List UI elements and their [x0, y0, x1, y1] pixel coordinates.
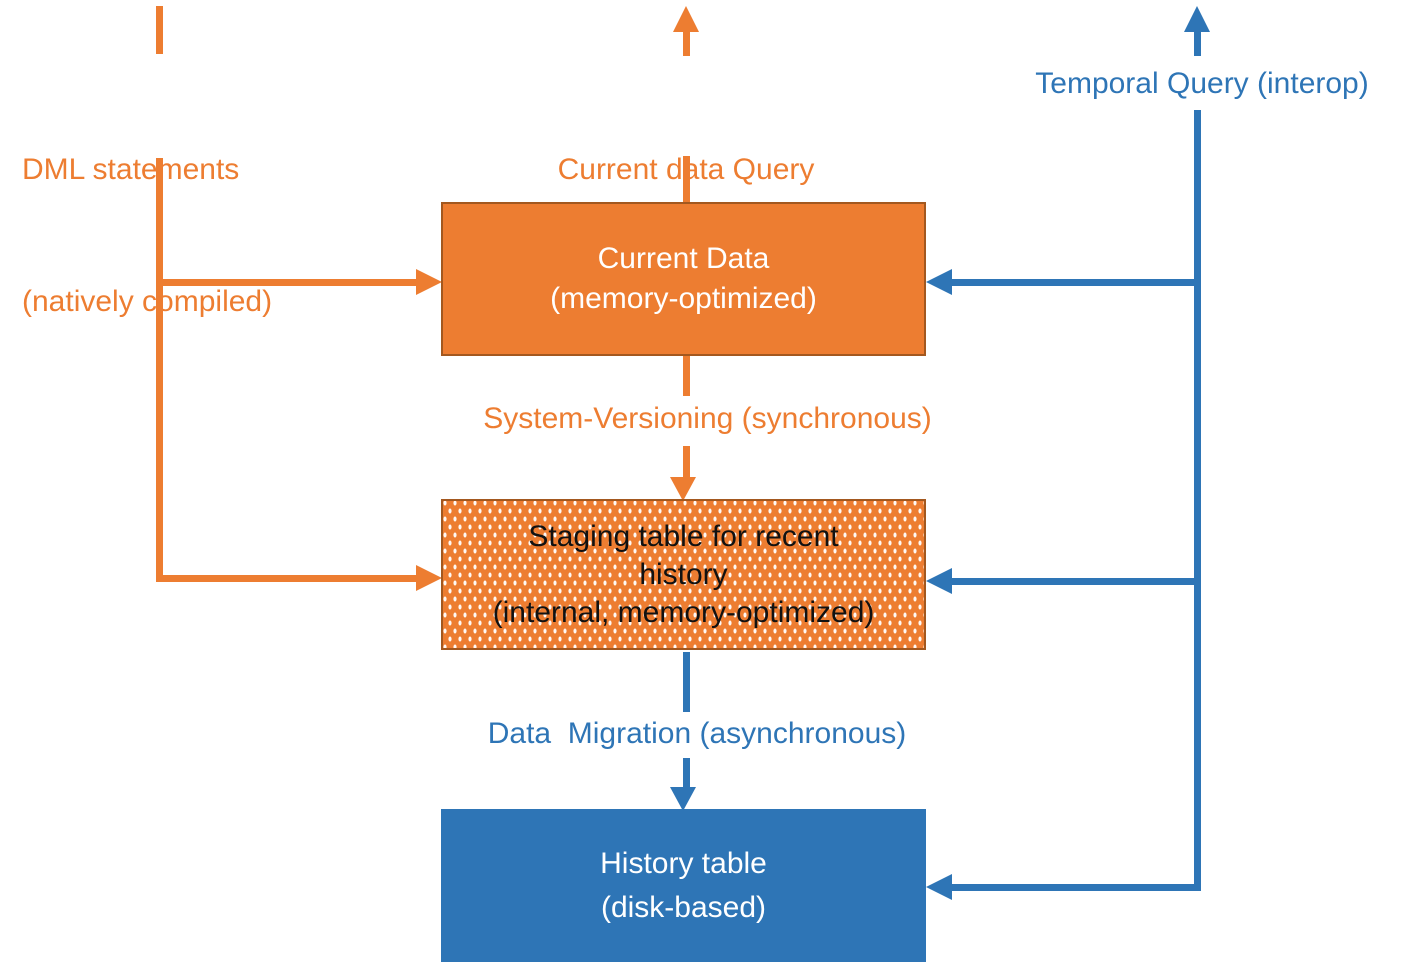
dml-to-current-data-line — [156, 279, 418, 286]
dml-statements-label-line1: DML statements — [22, 153, 240, 186]
staging-table-box-line2: history — [639, 557, 728, 591]
current-query-upper-shaft — [683, 30, 690, 56]
dml-statements-label-line2: (natively compiled) — [22, 285, 273, 318]
dml-to-staging-line — [156, 575, 418, 582]
temporal-to-history-arrowhead-icon — [926, 874, 952, 900]
system-versioning-upper-shaft — [683, 356, 690, 396]
current-data-box: Current Data (memory-optimized) — [441, 202, 926, 356]
current-data-box-line2: (memory-optimized) — [550, 282, 817, 315]
history-table-box-line1: History table — [600, 846, 767, 880]
temporal-to-staging-line — [952, 578, 1201, 585]
dml-line-main-segment — [156, 158, 163, 582]
current-data-box-line1: Current Data — [597, 242, 770, 275]
temporal-to-staging-arrowhead-icon — [926, 568, 952, 594]
current-query-lower-shaft — [683, 156, 690, 202]
temporal-to-current-data-arrowhead-icon — [926, 269, 952, 295]
staging-table-box-line1: Staging table for recent — [528, 519, 839, 553]
data-migration-label: Data Migration (asynchronous) — [487, 717, 907, 750]
staging-table-box-line3: (internal, memory-optimized) — [492, 595, 875, 629]
history-table-box-line2: (disk-based) — [600, 890, 767, 924]
dml-to-staging-arrowhead-icon — [416, 565, 442, 591]
temporal-to-history-line — [952, 884, 1201, 891]
dml-line-top-segment — [156, 6, 163, 54]
system-versioning-down-arrowhead-icon — [670, 477, 696, 501]
temporal-query-main-line — [1194, 110, 1201, 891]
dml-to-current-data-arrowhead-icon — [416, 269, 442, 295]
staging-table-box: Staging table for recent history (intern… — [441, 499, 926, 650]
current-data-query-label-line1: Current data Query — [557, 153, 815, 186]
system-versioning-lower-shaft — [683, 446, 690, 480]
history-table-box: History table (disk-based) — [441, 809, 926, 962]
dml-statements-label: DML statements (natively compiled) — [22, 60, 382, 412]
data-migration-lower-shaft — [683, 758, 690, 790]
system-versioning-label: System-Versioning (synchronous) — [483, 402, 932, 435]
data-migration-upper-shaft — [683, 652, 690, 712]
data-migration-down-arrowhead-icon — [670, 787, 696, 811]
temporal-query-label: Temporal Query (interop) — [1035, 67, 1369, 100]
temporal-query-upper-shaft — [1194, 30, 1201, 56]
temporal-to-current-data-line — [952, 279, 1201, 286]
current-query-up-arrowhead-icon — [673, 6, 699, 32]
temporal-query-up-arrowhead-icon — [1184, 6, 1210, 32]
